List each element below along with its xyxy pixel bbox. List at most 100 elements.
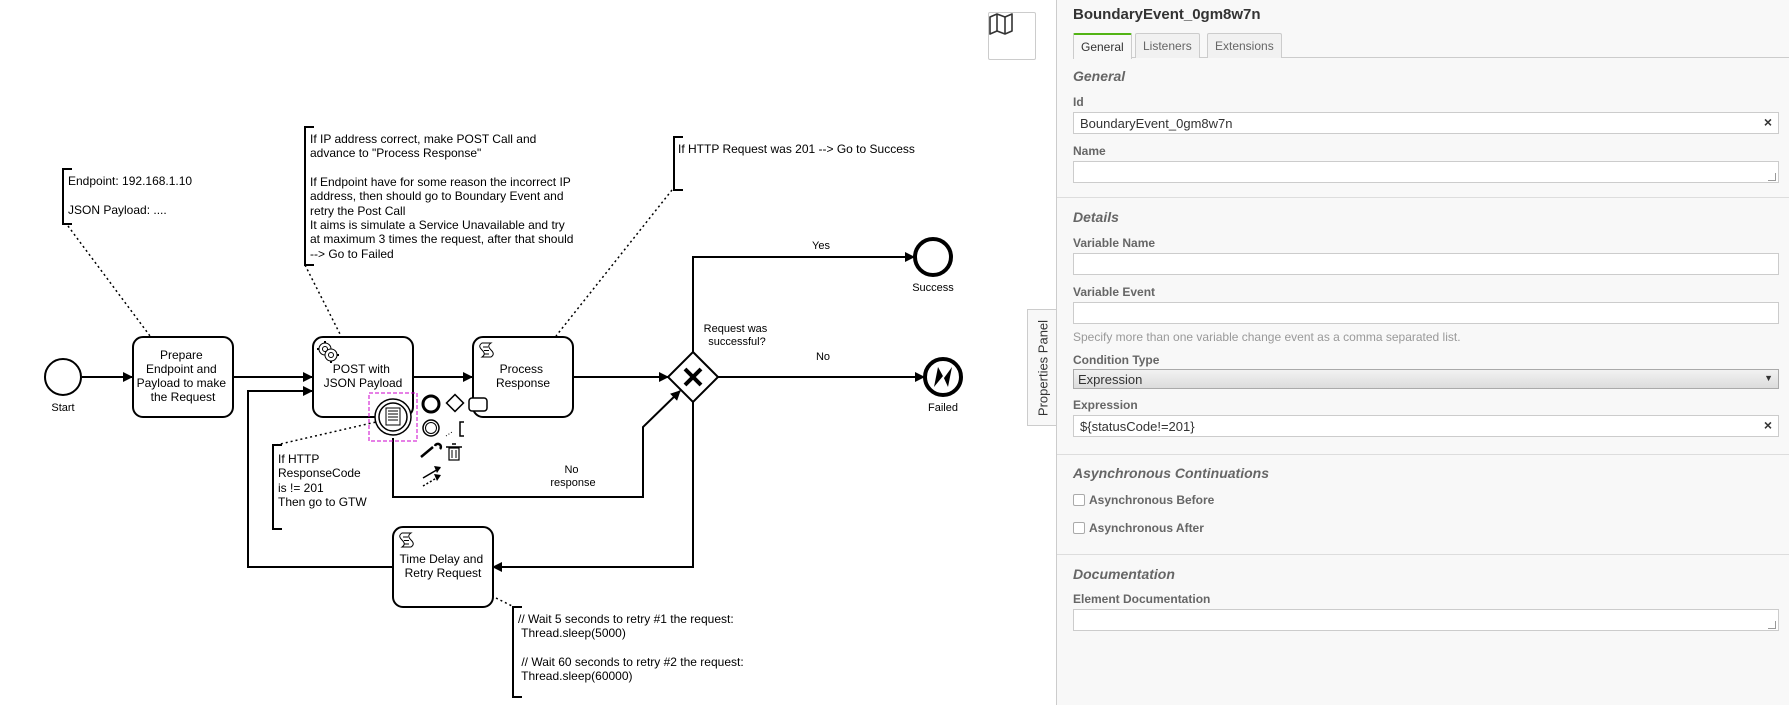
section-documentation-heading: Documentation	[1073, 566, 1175, 582]
bpmn-diagram[interactable]: Start Prepare Endpoint and Payload to ma…	[0, 0, 1056, 705]
error-icon	[934, 367, 952, 387]
section-general-heading: General	[1073, 68, 1126, 84]
bpmn-canvas[interactable]: Start Prepare Endpoint and Payload to ma…	[0, 0, 1056, 705]
minimap-toggle-button[interactable]	[988, 12, 1036, 60]
flow-gateway-delay[interactable]	[492, 402, 694, 572]
expression-label: Expression	[1073, 398, 1138, 412]
async-before-checkbox[interactable]: Asynchronous Before	[1073, 493, 1214, 507]
id-clear-button[interactable]: ×	[1763, 114, 1772, 130]
element-documentation-textarea[interactable]	[1073, 609, 1779, 631]
expression-value: ${statusCode!=201}	[1080, 419, 1195, 434]
tab-general[interactable]: General	[1073, 33, 1132, 59]
task-prepare-label: Prepare Endpoint and Payload to make the…	[137, 348, 230, 404]
name-label: Name	[1073, 144, 1106, 158]
task-process-response[interactable]	[472, 336, 574, 418]
task-delay-label: Time Delay and Retry Request	[400, 552, 487, 580]
task-time-delay[interactable]	[392, 526, 494, 608]
textarea-resize-handle[interactable]	[1768, 621, 1776, 629]
properties-panel-toggle[interactable]: Properties Panel	[1027, 309, 1057, 426]
start-label: Start	[51, 402, 74, 414]
end-event-success[interactable]	[913, 237, 953, 277]
association-delay	[495, 597, 513, 607]
annotation-boundary[interactable]: If HTTP ResponseCode is != 201 Then go t…	[278, 452, 367, 509]
append-task-icon[interactable]	[468, 397, 488, 412]
end-event-failed[interactable]	[923, 357, 963, 397]
flow-label-yes: Yes	[812, 240, 830, 252]
sequence-flows	[82, 252, 925, 572]
task-prepare-endpoint[interactable]	[132, 336, 234, 418]
append-gateway-icon[interactable]	[445, 393, 465, 413]
textarea-resize-handle[interactable]	[1768, 173, 1776, 181]
chevron-down-icon: ▼	[1764, 373, 1773, 383]
annotation-bracket-post	[304, 126, 314, 266]
panel-title: BoundaryEvent_0gm8w7n	[1073, 6, 1261, 23]
trash-icon[interactable]	[446, 443, 462, 461]
associations	[67, 189, 673, 607]
annotation-bracket-endpoint	[62, 168, 72, 225]
flow-delay-post[interactable]	[247, 386, 393, 568]
async-after-box[interactable]	[1073, 522, 1085, 534]
panel-tabs: General Listeners Extensions	[1073, 33, 1789, 59]
annotation-endpoint[interactable]: Endpoint: 192.168.1.10 JSON Payload: ...…	[68, 174, 195, 217]
condition-type-select[interactable]: Expression ▼	[1073, 369, 1779, 389]
expression-input[interactable]: ${statusCode!=201} ×	[1073, 415, 1779, 437]
gears-icon	[317, 341, 339, 363]
annotation-bracket-boundary	[272, 444, 282, 530]
map-icon	[989, 13, 1013, 35]
start-event[interactable]	[44, 358, 82, 396]
section-async-heading: Asynchronous Continuations	[1073, 465, 1269, 481]
wrench-icon[interactable]	[420, 442, 443, 458]
condition-type-label: Condition Type	[1073, 353, 1160, 367]
element-documentation-label: Element Documentation	[1073, 592, 1211, 606]
association-boundary	[275, 421, 377, 446]
variable-event-hint: Specify more than one variable change ev…	[1073, 330, 1461, 344]
annotation-post[interactable]: If IP address correct, make POST Call an…	[310, 132, 577, 261]
conditional-icon	[385, 407, 401, 426]
append-text-annotation-icon[interactable]	[459, 421, 464, 437]
variable-event-label: Variable Event	[1073, 285, 1156, 299]
tab-listeners[interactable]: Listeners	[1135, 33, 1200, 58]
section-async: Asynchronous Continuations Asynchronous …	[1057, 455, 1789, 555]
association-endpoint	[67, 225, 151, 337]
annotation-http[interactable]: If HTTP Request was 201 --> Go to Succes…	[678, 142, 915, 156]
id-label: Id	[1073, 95, 1084, 109]
properties-panel: BoundaryEvent_0gm8w7n General Listeners …	[1056, 0, 1789, 705]
async-after-checkbox[interactable]: Asynchronous After	[1073, 521, 1204, 535]
annotation-bracket-delay	[512, 606, 522, 698]
tab-extensions[interactable]: Extensions	[1207, 33, 1282, 58]
flow-no-response[interactable]	[392, 390, 681, 498]
script-icon	[479, 342, 494, 358]
async-before-box[interactable]	[1073, 494, 1085, 506]
association-post	[304, 264, 342, 337]
failed-label: Failed	[928, 402, 958, 414]
gateway-label: Request was successful?	[704, 323, 771, 348]
id-value: BoundaryEvent_0gm8w7n	[1080, 116, 1233, 131]
section-documentation: Documentation Element Documentation	[1057, 555, 1789, 705]
selection-outline	[368, 392, 418, 442]
async-before-label: Asynchronous Before	[1089, 493, 1215, 507]
annotation-bracket-http	[673, 136, 683, 191]
section-general: General Id BoundaryEvent_0gm8w7n × Name	[1057, 58, 1789, 198]
section-details-heading: Details	[1073, 209, 1119, 225]
variable-name-label: Variable Name	[1073, 236, 1156, 250]
name-textarea[interactable]	[1073, 161, 1779, 183]
variable-name-input[interactable]	[1073, 253, 1779, 275]
flow-yes[interactable]	[692, 252, 915, 352]
annotation-brackets	[62, 126, 683, 698]
id-input[interactable]: BoundaryEvent_0gm8w7n ×	[1073, 112, 1779, 134]
context-pad[interactable]	[420, 393, 488, 487]
task-post-label: POST with JSON Payload	[324, 362, 403, 390]
condition-type-value: Expression	[1078, 372, 1143, 387]
section-details: Details Variable Name Variable Event Spe…	[1057, 198, 1789, 455]
append-end-event-icon[interactable]	[421, 394, 441, 414]
flow-label-no: No	[816, 351, 830, 363]
script-icon	[399, 532, 414, 548]
task-post-json[interactable]	[312, 336, 414, 418]
annotation-delay[interactable]: // Wait 5 seconds to retry #1 the reques…	[0, 0, 760, 683]
flow-label-no-response: No response	[550, 464, 595, 489]
properties-panel-toggle-label: Properties Panel	[1035, 319, 1050, 416]
association-http	[555, 189, 673, 337]
expression-clear-button[interactable]: ×	[1763, 417, 1772, 433]
variable-event-input[interactable]	[1073, 302, 1779, 324]
gateway-x-icon	[683, 367, 703, 387]
